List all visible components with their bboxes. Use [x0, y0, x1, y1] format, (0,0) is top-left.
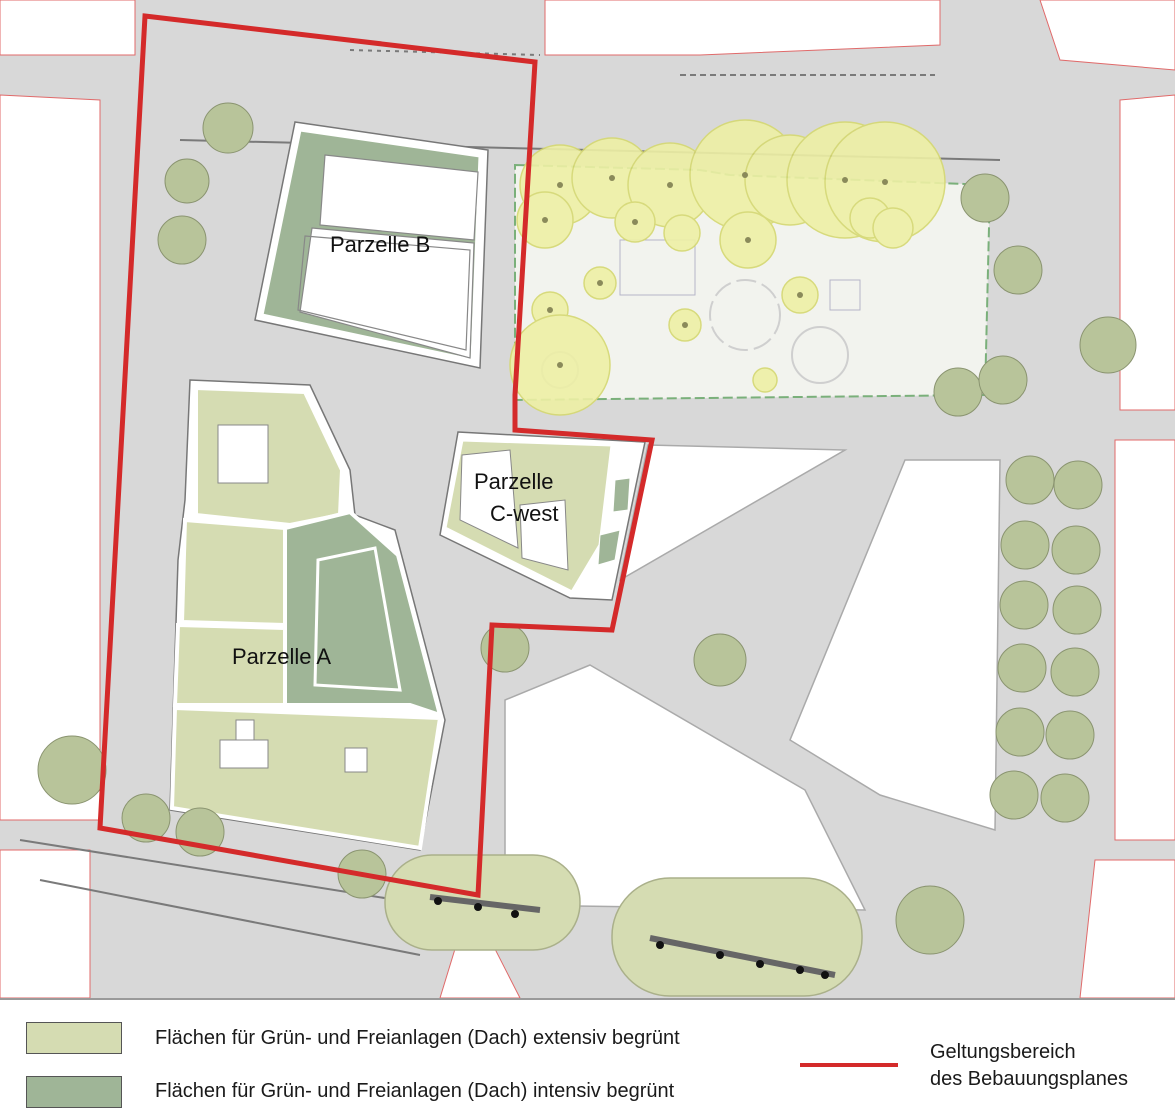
- parcel-a-courtyard: [217, 424, 269, 484]
- parcel-b-label: Parzelle B: [330, 232, 430, 257]
- legend-label-boundary-2: des Bebauungsplanes: [930, 1068, 1128, 1090]
- parcel-b: Parzelle B: [254, 121, 489, 369]
- legend-label-boundary-1: Geltungsbereich: [930, 1041, 1076, 1063]
- legend-label-extensive: Flächen für Grün- und Freianlagen (Dach)…: [155, 1027, 680, 1049]
- development-blocks: [504, 444, 1001, 911]
- plan-boundary: [97, 13, 656, 898]
- legend-swatch-extensive: [26, 1022, 122, 1054]
- legend-label-intensive: Flächen für Grün- und Freianlagen (Dach)…: [155, 1080, 675, 1102]
- parcel-a: Parzelle A: [169, 379, 446, 851]
- existing-park: [509, 119, 992, 416]
- surrounding-blocks: [0, 0, 1175, 998]
- legend-divider: [0, 998, 1175, 1000]
- site-plan-map: Parzelle B Parzelle A Parzelle C-west: [0, 0, 1175, 998]
- legend-line-boundary: [800, 1063, 898, 1067]
- planter-islands: [384, 854, 863, 997]
- parcel-a-label: Parzelle A: [232, 644, 331, 669]
- parcel-c-label-line2: C-west: [490, 501, 558, 526]
- parcel-c-label-line1: Parzelle: [474, 469, 553, 494]
- proposed-trees: [37, 102, 1137, 955]
- legend-swatch-intensive: [26, 1076, 122, 1108]
- parcel-c-west: Parzelle C-west: [439, 431, 646, 601]
